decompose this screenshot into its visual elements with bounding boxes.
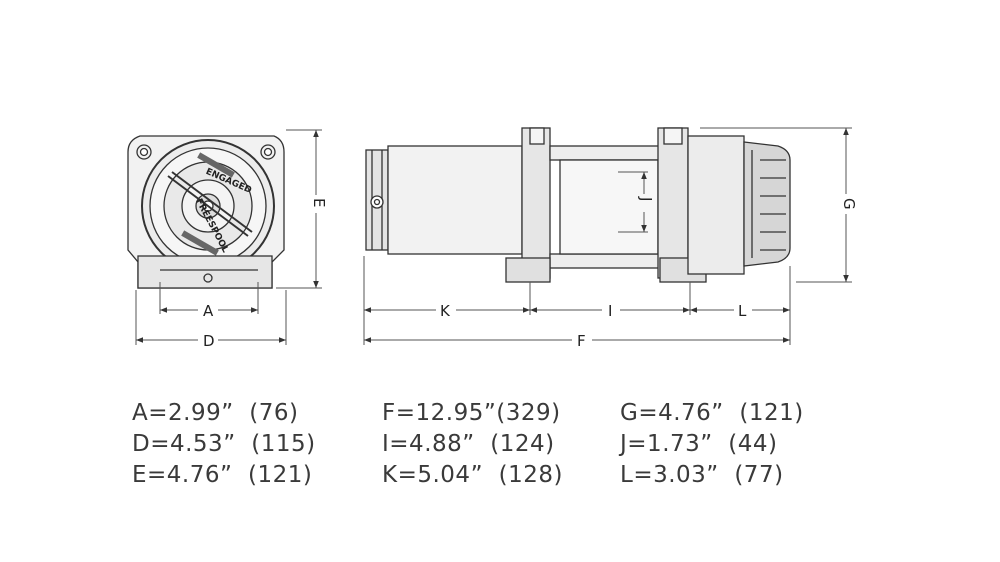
label-k: K xyxy=(440,302,451,320)
tie-bar-top xyxy=(549,145,661,161)
spec-a: A=2.99” (76) xyxy=(132,400,299,426)
label-f: F xyxy=(577,332,586,350)
label-g: G xyxy=(840,198,858,210)
motor-body xyxy=(387,145,523,255)
tie-bar-bottom xyxy=(549,253,661,269)
spec-j: J=1.73” (44) xyxy=(620,431,778,457)
foot-left xyxy=(505,257,551,283)
label-e: E xyxy=(310,198,328,207)
label-a: A xyxy=(203,302,214,320)
label-l: L xyxy=(738,302,747,320)
label-d: D xyxy=(203,332,215,350)
gearbox-support xyxy=(657,127,689,279)
gearbox-housing xyxy=(687,135,745,275)
spec-e: E=4.76” (121) xyxy=(132,462,313,488)
spec-column-1: A=2.99” (76) D=4.53” (115) E=4.76” (121) xyxy=(132,398,316,491)
motor-terminal xyxy=(370,195,384,209)
spec-k: K=5.04” (128) xyxy=(382,462,563,488)
front-bolt-tr xyxy=(260,144,276,160)
spec-column-2: F=12.95”(329) I=4.88” (124) K=5.04” (128… xyxy=(382,398,563,491)
clutch-lever xyxy=(167,171,253,237)
spec-d: D=4.53” (115) xyxy=(132,431,316,457)
label-i: I xyxy=(608,302,612,320)
control-endcap xyxy=(743,141,791,267)
spec-g: G=4.76” (121) xyxy=(620,400,804,426)
spec-l: L=3.03” (77) xyxy=(620,462,784,488)
label-j: J xyxy=(637,196,655,201)
front-base xyxy=(137,255,273,289)
front-view xyxy=(127,135,285,289)
spec-column-3: G=4.76” (121) J=1.73” (44) L=3.03” (77) xyxy=(620,398,804,491)
motor-support xyxy=(521,127,551,279)
front-bolt-tl xyxy=(136,144,152,160)
spec-i: I=4.88” (124) xyxy=(382,431,555,457)
spec-f: F=12.95”(329) xyxy=(382,400,561,426)
side-view xyxy=(365,127,791,283)
